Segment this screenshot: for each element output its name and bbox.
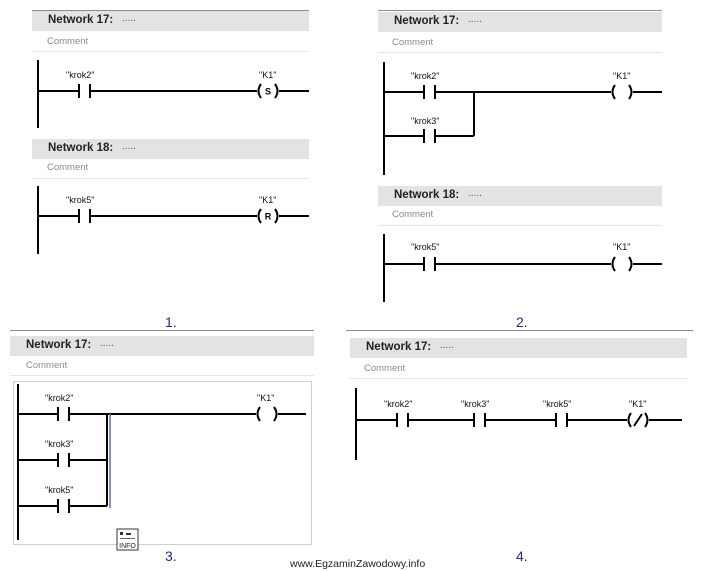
comment-separator — [32, 51, 309, 52]
coil-left-icon — [611, 84, 616, 100]
coil-left-icon — [611, 256, 616, 272]
coil-label: "K1" — [257, 393, 275, 403]
coil-label: "K1" — [613, 242, 631, 252]
network-header: Network 17: ..... — [10, 336, 314, 356]
network-title: Network 17: — [366, 341, 432, 353]
answer-number: 1. — [165, 314, 177, 330]
network-comment: Comment — [26, 360, 68, 371]
coil-left-icon — [257, 208, 262, 224]
contact-label: "krok3" — [45, 439, 74, 449]
network-comment: Comment — [47, 36, 89, 47]
contact-label: "krok3" — [461, 399, 490, 409]
comment-separator — [350, 378, 687, 379]
answer-number: 2. — [516, 314, 528, 330]
network-comment: Comment — [392, 37, 434, 48]
network-title: Network 17: — [394, 15, 460, 27]
network-title: Network 18: — [394, 189, 460, 201]
coil-right-icon — [274, 208, 279, 224]
contact-label: "krok5" — [66, 195, 95, 205]
network-title-dots: ..... — [100, 338, 114, 349]
network-divider — [378, 10, 662, 11]
comment-separator — [10, 375, 314, 376]
coil-label: "K1" — [259, 195, 277, 205]
answer-number: 3. — [165, 548, 177, 564]
contact-label: "krok2" — [384, 399, 413, 409]
contact-label: "krok5" — [411, 242, 440, 252]
network-header: Network 18: ..... — [378, 186, 662, 206]
coil-label: "K1" — [629, 399, 647, 409]
watermark: www.EgzaminZawodowy.info — [290, 558, 426, 570]
network-divider — [32, 10, 309, 11]
set-coil-letter: S — [265, 87, 271, 97]
comment-separator — [378, 225, 662, 226]
network-title-dots: ..... — [468, 188, 482, 199]
network-title-dots: ..... — [468, 14, 482, 25]
network-divider — [10, 330, 314, 331]
coil-label: "K1" — [613, 71, 631, 81]
coil-right-icon — [274, 83, 279, 99]
network-title: Network 18: — [48, 142, 114, 154]
svg-text:INFO: INFO — [119, 543, 136, 550]
contact-label: "krok2" — [66, 70, 95, 80]
contact-label: "krok3" — [411, 116, 440, 126]
network-title-dots: ..... — [122, 141, 136, 152]
network-header: Network 18: ..... — [32, 139, 309, 159]
network-header: Network 17: ..... — [32, 11, 309, 31]
contact-label: "krok5" — [45, 485, 74, 495]
coil-right-icon — [273, 406, 278, 422]
answer-number: 4. — [516, 548, 528, 564]
reset-coil-letter: R — [265, 212, 272, 222]
network-title: Network 17: — [26, 339, 92, 351]
network-header: Network 17: ..... — [350, 338, 687, 358]
network-title: Network 17: — [48, 14, 114, 26]
network-header: Network 17: ..... — [378, 12, 662, 32]
comment-separator — [378, 52, 662, 53]
coil-left-icon — [627, 412, 632, 428]
contact-label: "krok2" — [45, 393, 74, 403]
network-comment: Comment — [364, 363, 406, 374]
network-title-dots: ..... — [122, 13, 136, 24]
contact-label: "krok2" — [411, 71, 440, 81]
coil-left-icon — [257, 83, 262, 99]
coil-right-icon — [628, 84, 633, 100]
network-title-dots: ..... — [440, 340, 454, 351]
coil-left-icon — [256, 406, 261, 422]
info-icon: INFO — [116, 528, 139, 551]
contact-label: "krok5" — [543, 399, 572, 409]
coil-right-icon — [628, 256, 633, 272]
coil-right-icon — [644, 412, 649, 428]
network-frame — [13, 381, 312, 545]
negated-coil-slash-icon — [633, 413, 643, 427]
network-comment: Comment — [392, 209, 434, 220]
coil-label: "K1" — [259, 70, 277, 80]
comment-separator — [32, 178, 309, 179]
network-divider — [346, 330, 693, 331]
network-comment: Comment — [47, 162, 89, 173]
